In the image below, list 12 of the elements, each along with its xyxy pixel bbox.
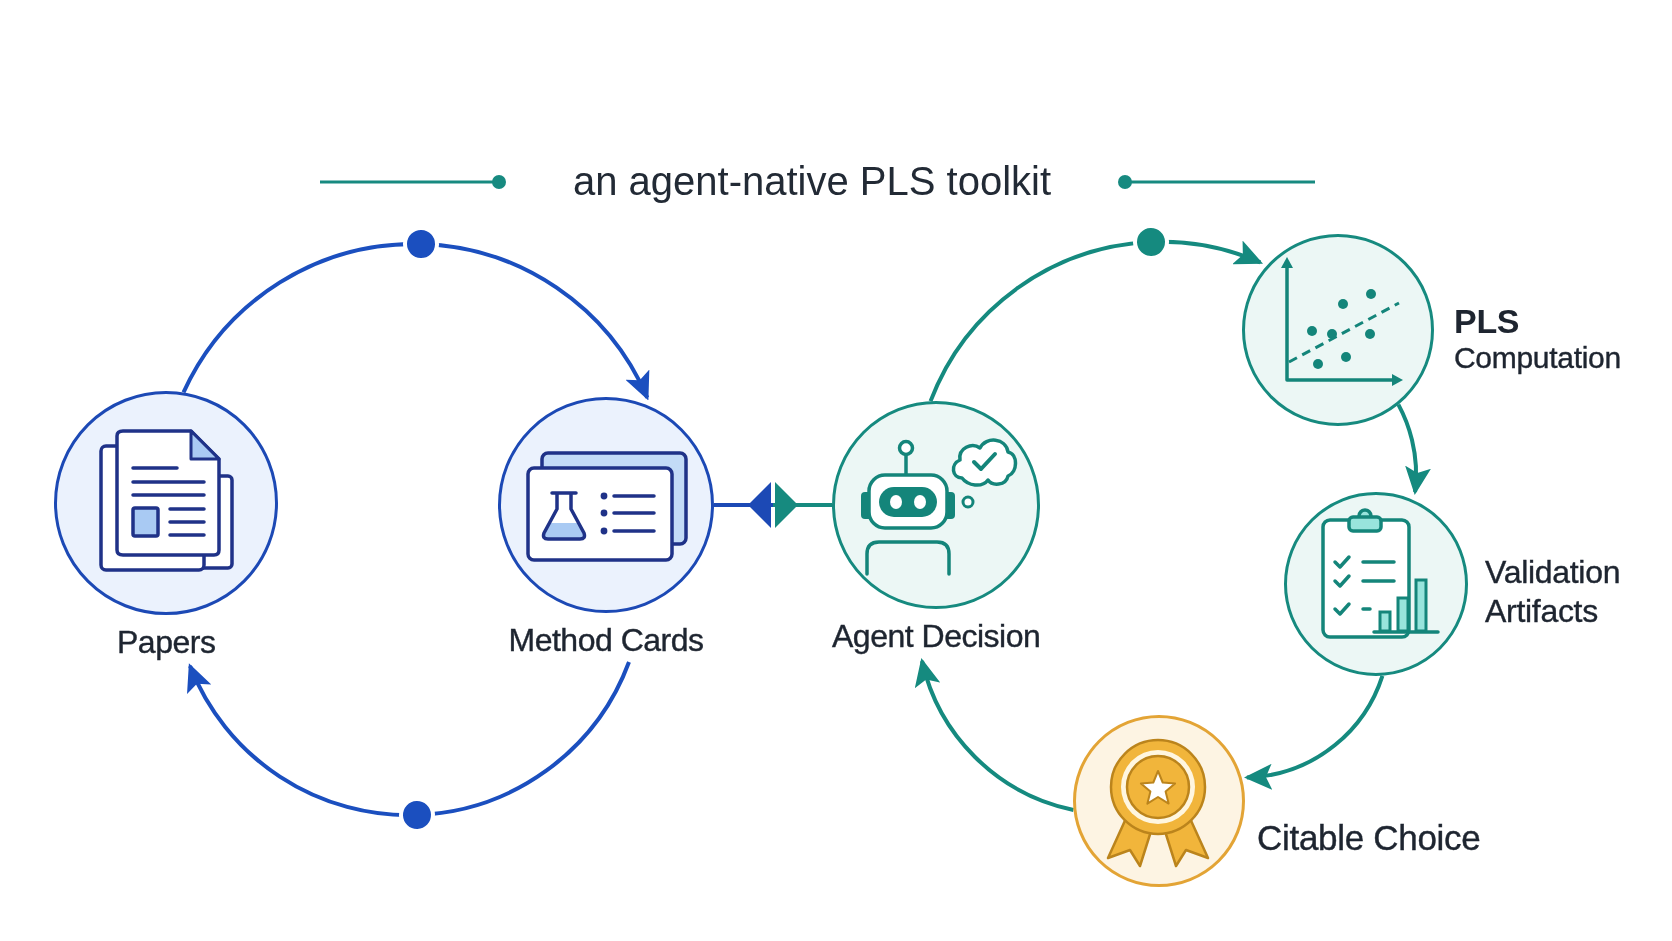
step-label: Agent Decision [832, 617, 1041, 655]
step-label: Papers [117, 623, 216, 661]
step-label: Method Cards [508, 621, 704, 659]
page-title: an agent-native PLS toolkit [572, 158, 1052, 205]
step-title: PLS [1454, 302, 1520, 340]
step-label: Validation Artifacts [1485, 553, 1622, 631]
arrow [1396, 403, 1430, 495]
step-label: Citable Choice [1257, 818, 1481, 858]
arrow [1243, 675, 1385, 789]
double-arrow [714, 482, 832, 528]
step-label: Computation [1454, 340, 1621, 376]
arrow [916, 658, 1074, 812]
